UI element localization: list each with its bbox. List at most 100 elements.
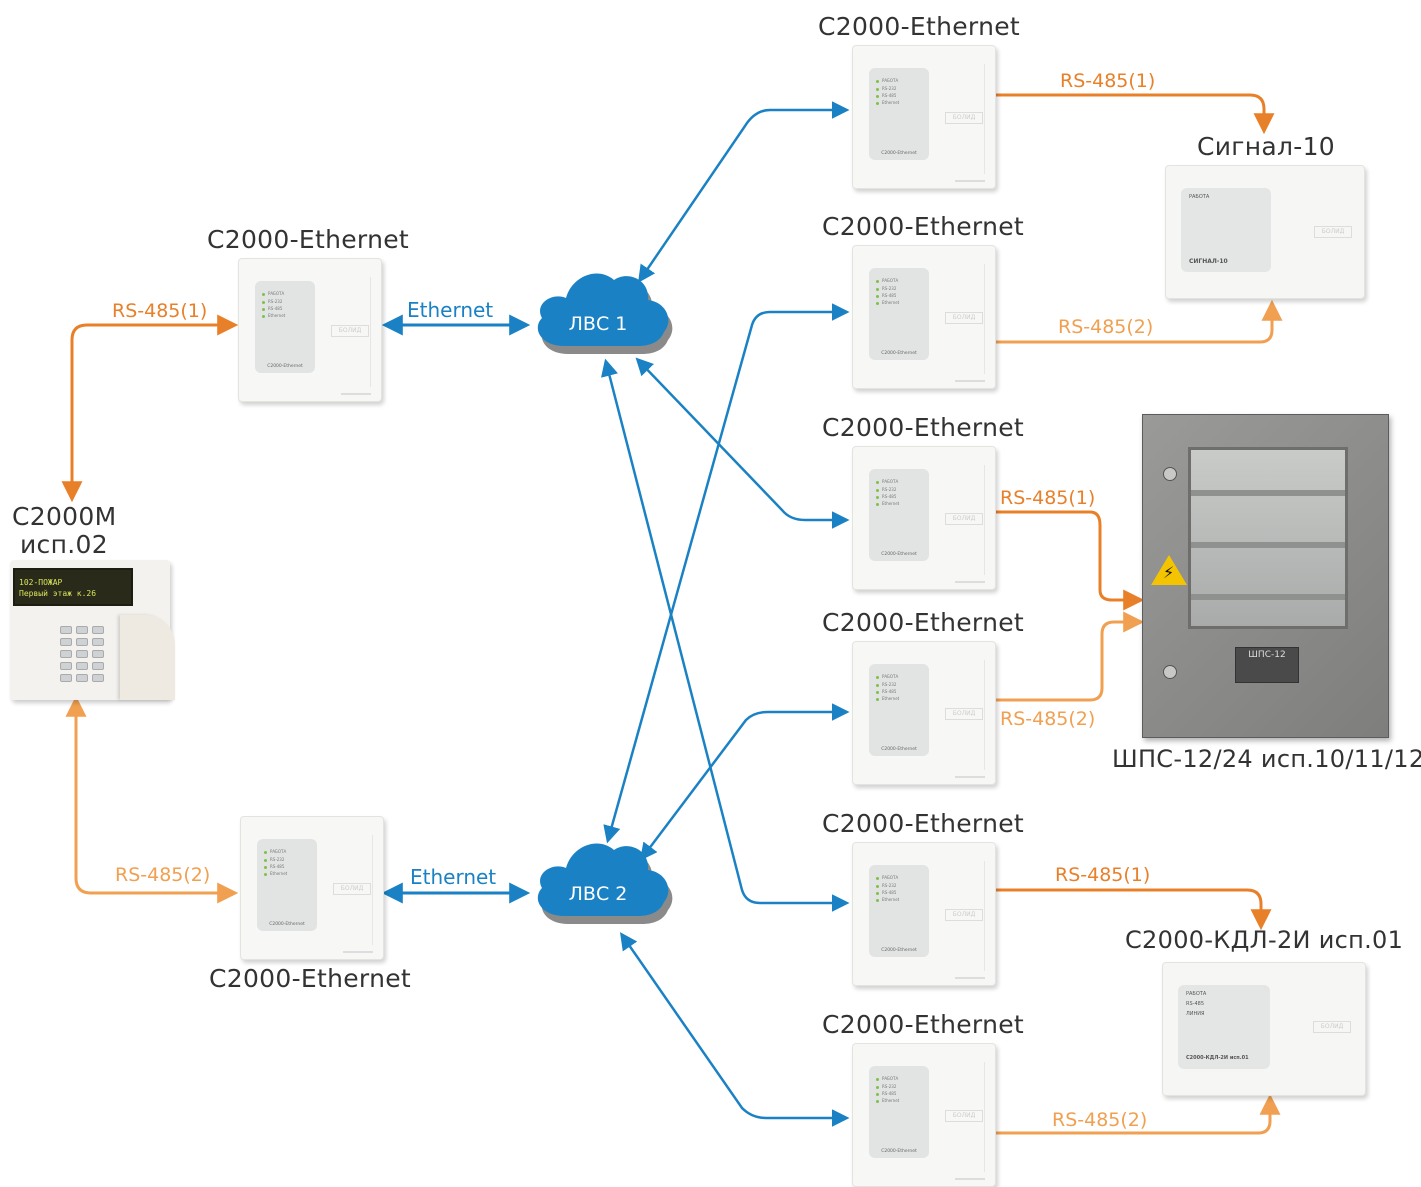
led-label: RS-485 [882, 93, 897, 98]
led-icon [876, 302, 879, 305]
ethernet-bottom-label: Ethernet [410, 865, 497, 889]
dev4-to-shps-line [994, 611, 1145, 702]
right-device-3-title: С2000-Ethernet [822, 413, 1024, 442]
led-icon [264, 866, 267, 869]
device-body-label: СИГНАЛ-10 [1189, 258, 1228, 265]
c2000-ethernet-right-4: РАБОТА RS-232 RS-485 Ethernet C2000-Ethe… [852, 641, 996, 785]
cabinet-shelf [1191, 490, 1345, 496]
led-icon [264, 859, 267, 862]
led-label: Ethernet [268, 313, 286, 318]
foot-slot [955, 1178, 985, 1180]
device-body-label: C2000-Ethernet [881, 747, 917, 752]
led-icon [876, 102, 879, 105]
foot-slot [343, 951, 373, 953]
led-label: RS-232 [882, 883, 897, 888]
cabinet-shelf [1191, 542, 1345, 548]
right-device-1-title: С2000-Ethernet [818, 12, 1020, 41]
brand-logo: БОЛИД [333, 883, 371, 895]
rs485-1-left-label: RS-485(1) [112, 300, 208, 322]
led-icon [876, 503, 879, 506]
cloud-icon [537, 843, 673, 924]
rs485-1-dev1-label: RS-485(1) [1060, 70, 1156, 92]
rs485-1-dev3-label: RS-485(1) [1000, 487, 1096, 509]
keypad-key [92, 662, 104, 670]
foot-slot [955, 776, 985, 778]
front-panel: РАБОТА RS-232 RS-485 Ethernet C2000-Ethe… [869, 664, 929, 756]
brand-logo: БОЛИД [945, 909, 983, 921]
led-label: РАБОТА [1186, 991, 1207, 997]
side-rail [984, 264, 991, 374]
shps-plate-label: ШПС-12 [1248, 650, 1286, 660]
led-icon [876, 288, 879, 291]
keypad-cover-flap [120, 615, 175, 700]
foot-slot [341, 393, 371, 395]
led-label: RS-232 [270, 857, 285, 862]
lan1-to-dev1-line [638, 101, 850, 283]
brand-logo: БОЛИД [331, 325, 369, 337]
led-label: RS-232 [882, 86, 897, 91]
led-label: RS-485 [882, 1091, 897, 1096]
c2000-ethernet-right-5: РАБОТА RS-232 RS-485 Ethernet C2000-Ethe… [852, 842, 996, 986]
front-panel: РАБОТА RS-232 RS-485 Ethernet C2000-Ethe… [869, 865, 929, 957]
front-panel: РАБОТА СИГНАЛ-10 [1181, 188, 1271, 272]
led-icon [876, 489, 879, 492]
screw-icon [1163, 665, 1177, 679]
kdl-title: С2000-КДЛ-2И исп.01 [1125, 926, 1404, 954]
led-icon [876, 691, 879, 694]
c2000-ethernet-right-6: РАБОТА RS-232 RS-485 Ethernet C2000-Ethe… [852, 1043, 996, 1187]
led-icon [876, 280, 879, 283]
c2000-ethernet-left-top: РАБОТА RS-232 RS-485 Ethernet C2000-Ethe… [238, 258, 382, 402]
lan1-cloud: ЛВС 1 [526, 266, 676, 356]
led-label: ЛИНИЯ [1186, 1011, 1205, 1017]
keypad-key [76, 662, 88, 670]
side-rail [984, 861, 991, 971]
lcd-line2: Первый этаж к.26 [19, 589, 97, 598]
led-label: РАБОТА [1189, 194, 1210, 200]
keypad-key [60, 650, 72, 658]
brand-logo: БОЛИД [1314, 226, 1352, 238]
right-device-2-title: С2000-Ethernet [822, 212, 1024, 241]
device-body-label: С2000-КДЛ-2И исп.01 [1186, 1055, 1249, 1061]
led-icon [876, 684, 879, 687]
keypad-key [92, 674, 104, 682]
led-label: Ethernet [882, 897, 900, 902]
shps-title: ШПС-12/24 исп.10/11/12 [1112, 745, 1421, 773]
ethernet-top-label: Ethernet [407, 298, 494, 322]
lcd-line1: 102-ПОЖАР [19, 578, 63, 587]
rs485-2-left-line [65, 695, 239, 904]
cloud-icon [537, 273, 673, 354]
led-label: RS-485 [1186, 1001, 1204, 1007]
led-icon [876, 1078, 879, 1081]
signal10-title: Сигнал-10 [1197, 132, 1336, 161]
led-icon [876, 1086, 879, 1089]
front-panel: РАБОТА RS-232 RS-485 Ethernet C2000-Ethe… [255, 281, 315, 373]
keypad-key [60, 674, 72, 682]
led-label: RS-485 [882, 494, 897, 499]
device-body-label: C2000-Ethernet [269, 922, 305, 927]
led-icon [264, 851, 267, 854]
led-label: РАБОТА [882, 278, 899, 283]
led-label: Ethernet [882, 100, 900, 105]
lan2-to-dev2-line [603, 303, 850, 844]
rs485-2-left-label: RS-485(2) [115, 864, 211, 886]
device-body-label: C2000-Ethernet [881, 151, 917, 156]
c2000-ethernet-right-2: РАБОТА RS-232 RS-485 Ethernet C2000-Ethe… [852, 245, 996, 389]
keypad-key [76, 674, 88, 682]
shps-cabinet: ⚡ ШПС-12 [1142, 414, 1389, 738]
lan2-cloud: ЛВС 2 [526, 836, 676, 926]
led-icon [876, 1093, 879, 1096]
cabinet-window [1188, 447, 1348, 629]
high-voltage-warning-icon [1151, 555, 1187, 585]
side-rail [984, 465, 991, 575]
keypad-key [60, 638, 72, 646]
dev1-to-signal10-line [994, 93, 1275, 135]
front-panel: РАБОТА RS-232 RS-485 Ethernet C2000-Ethe… [869, 469, 929, 561]
brand-logo: БОЛИД [945, 312, 983, 324]
right-device-5-title: С2000-Ethernet [822, 809, 1024, 838]
led-label: RS-232 [882, 487, 897, 492]
led-icon [876, 1100, 879, 1103]
led-icon [876, 698, 879, 701]
brand-logo: БОЛИД [945, 708, 983, 720]
lcd-display: 102-ПОЖАР Первый этаж к.26 [13, 568, 133, 606]
front-panel: РАБОТА RS-232 RS-485 Ethernet C2000-Ethe… [869, 268, 929, 360]
